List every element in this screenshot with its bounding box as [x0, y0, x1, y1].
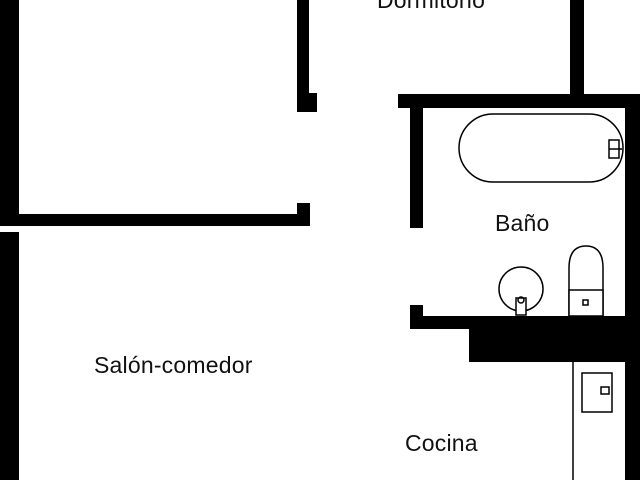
- wall-partition-vertical: [297, 0, 309, 112]
- wall-bano-left-upper: [410, 94, 423, 228]
- bathtub: [458, 113, 624, 183]
- wall-cocina-block: [469, 316, 640, 362]
- wall-right: [625, 94, 640, 480]
- wall-left-upper: [0, 0, 19, 214]
- wall-partition-stub: [297, 93, 317, 112]
- room-label-cocina: Cocina: [405, 430, 478, 456]
- bathroom-sink: [498, 266, 544, 316]
- wall-horizontal-mid: [0, 214, 310, 226]
- wall-door-jamb: [297, 203, 310, 226]
- wall-bano-top: [398, 94, 640, 108]
- kitchen-sink: [581, 372, 613, 413]
- toilet: [568, 245, 604, 317]
- room-label-dormitorio: Dormitorio: [377, 0, 486, 13]
- wall-dormitorio-right: [570, 0, 584, 98]
- room-label-salon: Salón-comedor: [94, 352, 253, 378]
- kitchen-counter: [572, 362, 613, 480]
- wall-left-lower: [0, 232, 19, 480]
- room-label-bano: Baño: [495, 210, 550, 236]
